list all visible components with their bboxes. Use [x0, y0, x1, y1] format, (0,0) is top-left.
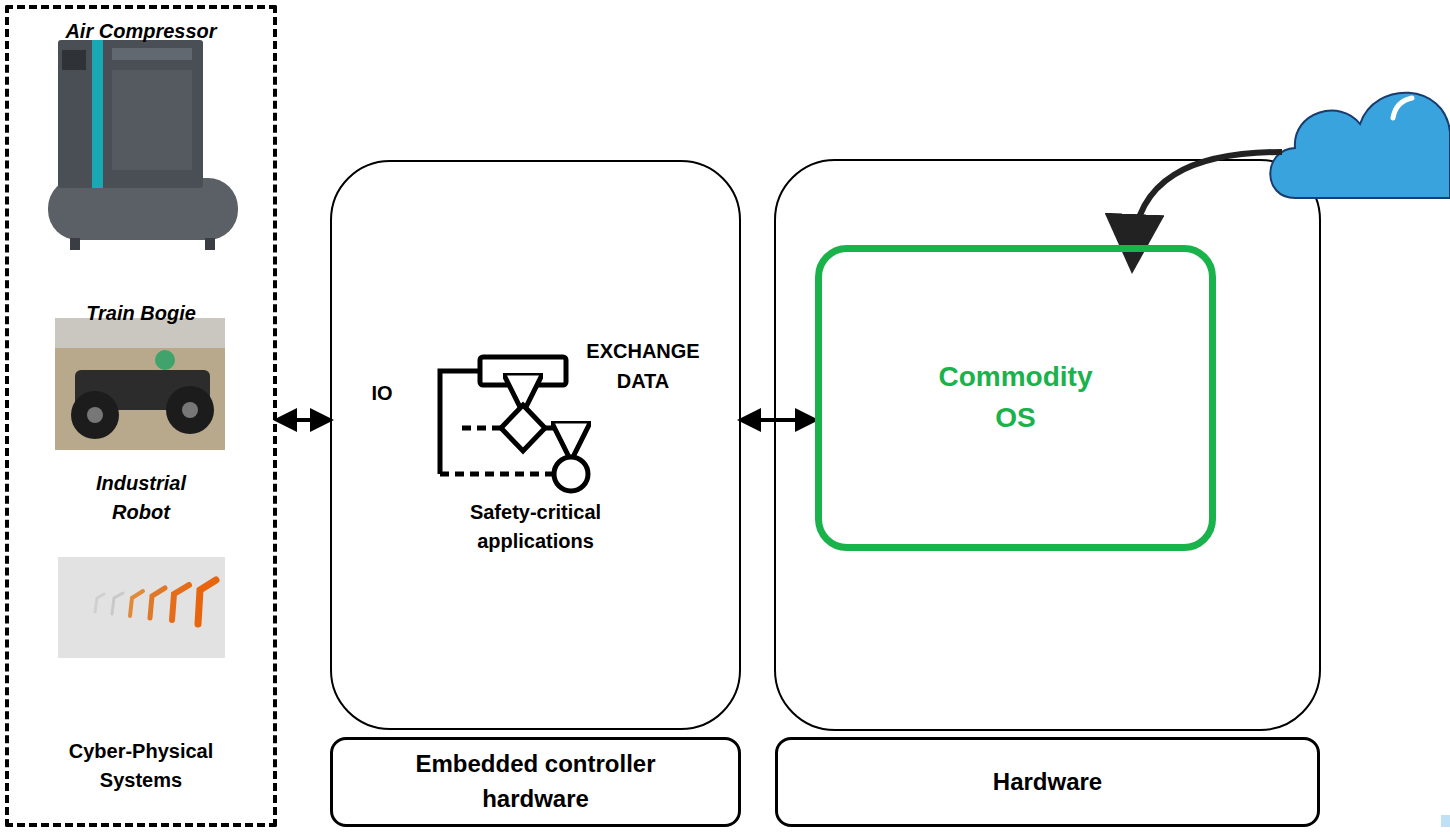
air-compressor-picture — [48, 40, 238, 250]
flowchart-dashed-line — [458, 426, 501, 431]
flowchart-line — [440, 371, 480, 474]
data-connector — [277, 418, 330, 422]
node-text: Cyber-Physical Systems — [36, 737, 246, 795]
flowchart-line — [545, 428, 571, 446]
bogie-hub — [87, 407, 103, 423]
train-bogie-picture — [55, 318, 225, 450]
compressor-cabinet — [58, 40, 203, 188]
flowchart-terminal — [554, 457, 588, 491]
connector-label: IO — [352, 378, 412, 408]
node-text: Air Compressor — [26, 17, 256, 46]
node-text: Hardware — [848, 765, 1248, 800]
corner-mark — [1441, 815, 1450, 827]
cloud-highlight — [1393, 98, 1412, 118]
flowchart-dashed-line — [440, 472, 552, 477]
hardware-label-box: Hardware — [775, 737, 1320, 827]
compressor-door — [112, 70, 192, 170]
photo-ground — [55, 318, 225, 450]
robot-arm — [112, 593, 123, 614]
cloud-shape — [1270, 93, 1450, 198]
compressor-foot — [205, 238, 215, 250]
node-text: Safety-critical applications — [436, 498, 636, 556]
industrial-robot-picture — [58, 557, 225, 658]
compressor-panel — [62, 50, 86, 70]
robot-arm — [130, 591, 143, 616]
node-text: Industrial Robot — [76, 469, 206, 527]
flowchart-process — [480, 357, 566, 385]
bogie-part — [155, 350, 175, 370]
controller-box: Safety-critical applications — [330, 160, 741, 730]
node-text: Train Bogie — [26, 299, 256, 328]
node-text: Embedded controller hardware — [371, 747, 701, 817]
cloud-icon — [1270, 93, 1450, 198]
connector-label: EXCHANGE DATA — [578, 336, 708, 396]
hardware-label-box: Embedded controller hardware — [330, 737, 741, 827]
bogie-hub — [182, 402, 198, 418]
compressor-foot — [70, 238, 80, 250]
compressor-vent — [112, 48, 192, 60]
robot-arm — [172, 585, 189, 620]
hardware-outline — [775, 160, 1320, 730]
robot-arm — [198, 580, 216, 624]
flowchart-icon — [440, 357, 588, 491]
data-connector — [741, 418, 815, 422]
flowchart-line — [521, 385, 526, 398]
flowchart-decision — [501, 405, 545, 451]
device-group: Air CompressorTrain BogieIndustrial Robo… — [5, 5, 277, 827]
bogie-wheel — [166, 386, 214, 434]
node-text: Commodity OS — [916, 357, 1116, 438]
photo-ground — [58, 557, 225, 658]
compressor-stripe — [92, 40, 103, 188]
robot-arm — [95, 594, 104, 612]
cloud-arrow — [1133, 152, 1282, 250]
bogie-wheel — [71, 391, 119, 439]
os-box: Commodity OS — [815, 245, 1216, 551]
robot-arm — [150, 588, 165, 618]
